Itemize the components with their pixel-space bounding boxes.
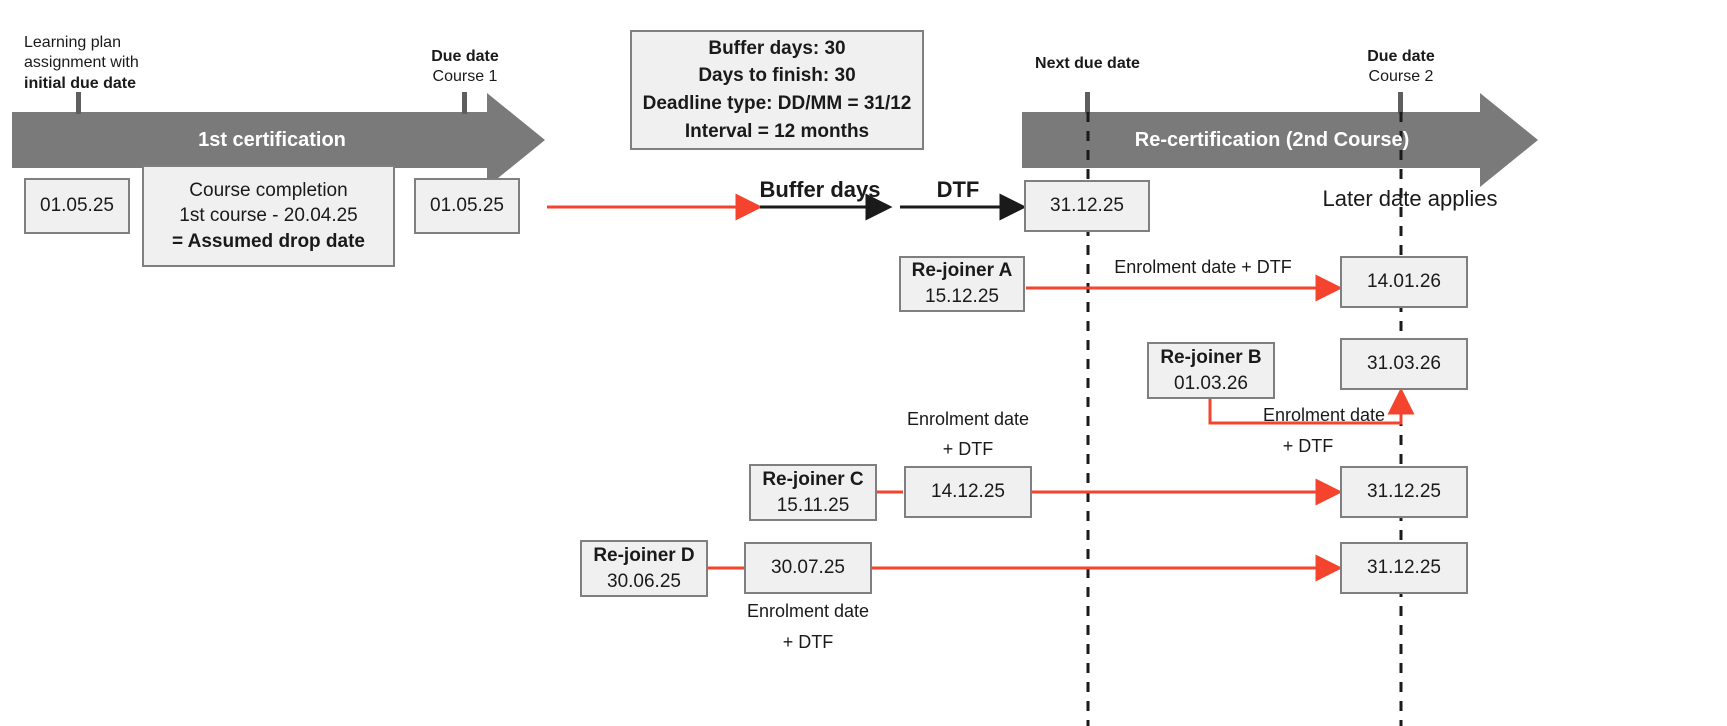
box-next-due-date: 31.12.25 — [1024, 180, 1150, 232]
box-initial-due-date: 01.05.25 — [24, 178, 130, 234]
label-rejoiner-b-arrow-line1: Enrolment date — [1262, 405, 1386, 425]
caption-line-2: Course 1 — [432, 68, 498, 86]
caption-learning-plan-assignment: Learning plan assignment with initial du… — [24, 33, 204, 94]
box-value: 31.12.25 — [1367, 557, 1441, 579]
label-rejoiner-a-arrow: Enrolment date + DTF — [1114, 257, 1292, 277]
caption-due-date-course2: Due date Course 2 — [1335, 47, 1467, 88]
tick-due-date-course2 — [1398, 92, 1403, 114]
label-buffer-days: Buffer days — [759, 177, 881, 202]
box-value: 31.03.26 — [1367, 353, 1441, 375]
box-value: 14.01.26 — [1367, 271, 1441, 293]
label-rejoiner-c-arrow-line1: Enrolment date — [906, 409, 1030, 429]
box-rejoiner-a-result: 14.01.26 — [1340, 256, 1468, 308]
label-dtf: DTF — [936, 177, 980, 202]
box-value: 31.12.25 — [1367, 481, 1441, 503]
box-rejoiner-d: Re-joiner D 30.06.25 — [580, 540, 708, 597]
box-rejoiner-d-intermediate: 30.07.25 — [744, 542, 872, 594]
caption-next-due-date: Next due date — [1010, 54, 1165, 74]
label-later-date-applies: Later date applies — [1322, 186, 1498, 211]
caption-line-2: assignment with — [24, 54, 139, 72]
box-rejoiner-b: Re-joiner B 01.03.26 — [1147, 342, 1275, 399]
info-line-interval: Interval = 12 months — [684, 120, 870, 142]
info-line-deadline-type: Deadline type: DD/MM = 31/12 — [642, 93, 912, 114]
label-rejoiner-c-arrow-line2: + DTF — [942, 439, 994, 459]
configuration-info-box: Buffer days: 30 Days to finish: 30 Deadl… — [630, 30, 924, 150]
info-line-days-to-finish: Days to finish: 30 — [698, 65, 856, 87]
box-rejoiner-d-result: 31.12.25 — [1340, 542, 1468, 594]
box-line-3: = Assumed drop date — [171, 230, 366, 252]
rejoiner-date: 30.06.25 — [607, 570, 681, 592]
rejoiner-title: Re-joiner C — [762, 468, 864, 490]
tick-initial-due-date — [76, 92, 81, 114]
box-value: 14.12.25 — [931, 481, 1005, 503]
rejoiner-title: Re-joiner D — [593, 544, 695, 566]
box-course-completion: Course completion 1st course - 20.04.25 … — [142, 165, 395, 267]
timeline-bar-re-certification — [1022, 93, 1538, 187]
label-rejoiner-b-arrow-line2: + DTF — [1282, 436, 1334, 456]
caption-line-1: Learning plan — [24, 34, 121, 51]
tick-due-date-course1 — [462, 92, 467, 114]
box-value: 01.05.25 — [430, 195, 504, 217]
label-rejoiner-d-arrow-line2: + DTF — [782, 632, 834, 652]
box-line-1: Course completion — [189, 179, 348, 201]
box-value: 01.05.25 — [40, 195, 114, 217]
rejoiner-date: 01.03.26 — [1174, 372, 1248, 394]
box-line-2: 1st course - 20.04.25 — [179, 205, 358, 227]
caption-line-2: Course 2 — [1368, 68, 1434, 86]
box-rejoiner-c-result: 31.12.25 — [1340, 466, 1468, 518]
rejoiner-date: 15.11.25 — [776, 494, 850, 516]
box-rejoiner-a: Re-joiner A 15.12.25 — [899, 256, 1025, 312]
label-rejoiner-d-arrow-line1: Enrolment date — [746, 601, 870, 621]
box-due-date-course1: 01.05.25 — [414, 178, 520, 234]
box-rejoiner-b-result: 31.03.26 — [1340, 338, 1468, 390]
box-value: 31.12.25 — [1050, 195, 1124, 217]
rejoiner-title: Re-joiner A — [911, 260, 1013, 282]
box-rejoiner-c-intermediate: 14.12.25 — [904, 466, 1032, 518]
box-value: 30.07.25 — [771, 557, 845, 579]
caption-line-1: Next due date — [1035, 55, 1140, 72]
timeline-label-first-certification: 1st certification — [198, 128, 346, 151]
caption-line-3: initial due date — [24, 74, 137, 92]
tick-next-due-date — [1085, 92, 1090, 114]
timeline-label-re-certification: Re-certification (2nd Course) — [1134, 128, 1410, 151]
rejoiner-title: Re-joiner B — [1160, 346, 1262, 368]
caption-due-date-course1: Due date Course 1 — [400, 47, 530, 88]
caption-line-1: Due date — [1367, 48, 1435, 65]
info-line-buffer-days: Buffer days: 30 — [708, 37, 846, 59]
box-rejoiner-c: Re-joiner C 15.11.25 — [749, 464, 877, 521]
caption-line-1: Due date — [431, 48, 499, 65]
rejoiner-date: 15.12.25 — [925, 286, 999, 307]
